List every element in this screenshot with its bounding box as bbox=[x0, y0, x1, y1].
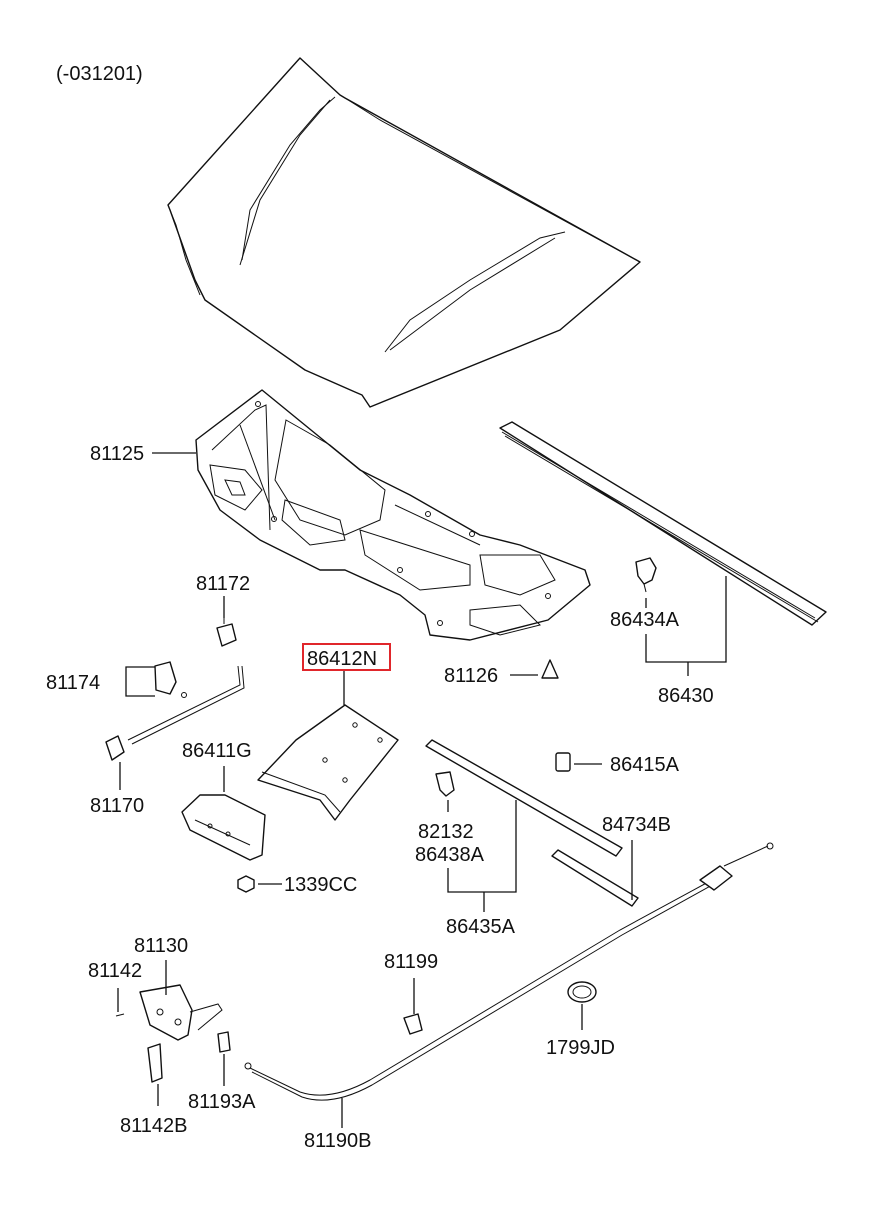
hood-inner-panel bbox=[195, 389, 591, 641]
hood-latch bbox=[115, 984, 223, 1041]
plug-86415a bbox=[555, 752, 571, 772]
label-1339cc[interactable]: 1339CC bbox=[284, 874, 357, 896]
label-81172[interactable]: 81172 bbox=[196, 573, 250, 595]
label-86430[interactable]: 86430 bbox=[658, 685, 714, 707]
weatherstrip bbox=[499, 421, 827, 626]
highlight-box bbox=[302, 643, 391, 671]
label-84734b[interactable]: 84734B bbox=[602, 814, 671, 836]
version-note: (-031201) bbox=[56, 63, 143, 85]
release-cable bbox=[244, 842, 774, 1101]
clip-81193a bbox=[217, 1031, 231, 1053]
part-labels: 81125 81172 81174 81170 86412N 86411G 13… bbox=[46, 443, 714, 1152]
label-81142b[interactable]: 81142B bbox=[120, 1115, 187, 1137]
label-86412n[interactable]: 86412N bbox=[307, 648, 377, 670]
clip-81199 bbox=[403, 1013, 423, 1035]
label-86435a[interactable]: 86435A bbox=[446, 916, 516, 938]
label-81193a[interactable]: 81193A bbox=[188, 1091, 256, 1113]
label-81125[interactable]: 81125 bbox=[90, 443, 144, 465]
label-86434a[interactable]: 86434A bbox=[610, 609, 680, 631]
label-86411g[interactable]: 86411G bbox=[182, 740, 252, 762]
clamp-1799jd bbox=[567, 981, 597, 1003]
seal-strip-84734b bbox=[551, 849, 639, 907]
seal-strip-86435a bbox=[425, 739, 623, 857]
label-81142[interactable]: 81142 bbox=[88, 960, 142, 982]
nut-1339cc bbox=[237, 875, 255, 893]
holder-81174 bbox=[154, 661, 187, 698]
label-82132[interactable]: 82132 bbox=[418, 821, 474, 843]
insulator-pad-86411g bbox=[181, 794, 266, 861]
bumper-81126 bbox=[541, 659, 559, 679]
label-81126[interactable]: 81126 bbox=[444, 665, 498, 687]
leader-lines bbox=[117, 452, 727, 1128]
clip-82132 bbox=[435, 771, 455, 797]
label-1799jd[interactable]: 1799JD bbox=[546, 1037, 615, 1059]
label-81174[interactable]: 81174 bbox=[46, 672, 100, 694]
clip-81172 bbox=[216, 616, 237, 647]
label-86438a[interactable]: 86438A bbox=[415, 844, 485, 866]
label-86415a[interactable]: 86415A bbox=[610, 754, 680, 776]
label-81190b[interactable]: 81190B bbox=[304, 1130, 371, 1152]
clip-86434a bbox=[635, 557, 657, 593]
insulator-pad-86412n bbox=[257, 704, 399, 821]
stay-rod bbox=[105, 665, 245, 761]
hood-panel bbox=[167, 57, 641, 408]
label-81170[interactable]: 81170 bbox=[90, 795, 144, 817]
label-81130[interactable]: 81130 bbox=[134, 935, 188, 957]
bracket-81142b bbox=[147, 1043, 163, 1083]
label-81199[interactable]: 81199 bbox=[384, 951, 438, 973]
